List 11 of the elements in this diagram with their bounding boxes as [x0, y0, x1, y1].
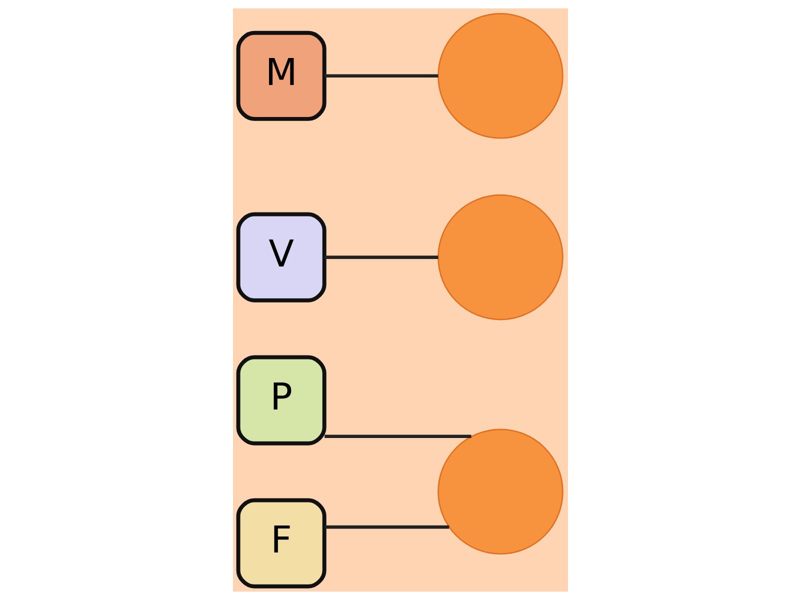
node-box: M — [236, 30, 326, 121]
connector — [324, 256, 438, 259]
node-box: F — [236, 498, 326, 588]
node-circle — [437, 194, 563, 320]
node-box: P — [236, 355, 326, 446]
connector — [324, 525, 449, 529]
node-circle — [437, 428, 563, 555]
connector — [324, 434, 471, 438]
node-box: V — [236, 212, 326, 302]
connector — [324, 74, 438, 78]
node-circle — [437, 13, 563, 139]
